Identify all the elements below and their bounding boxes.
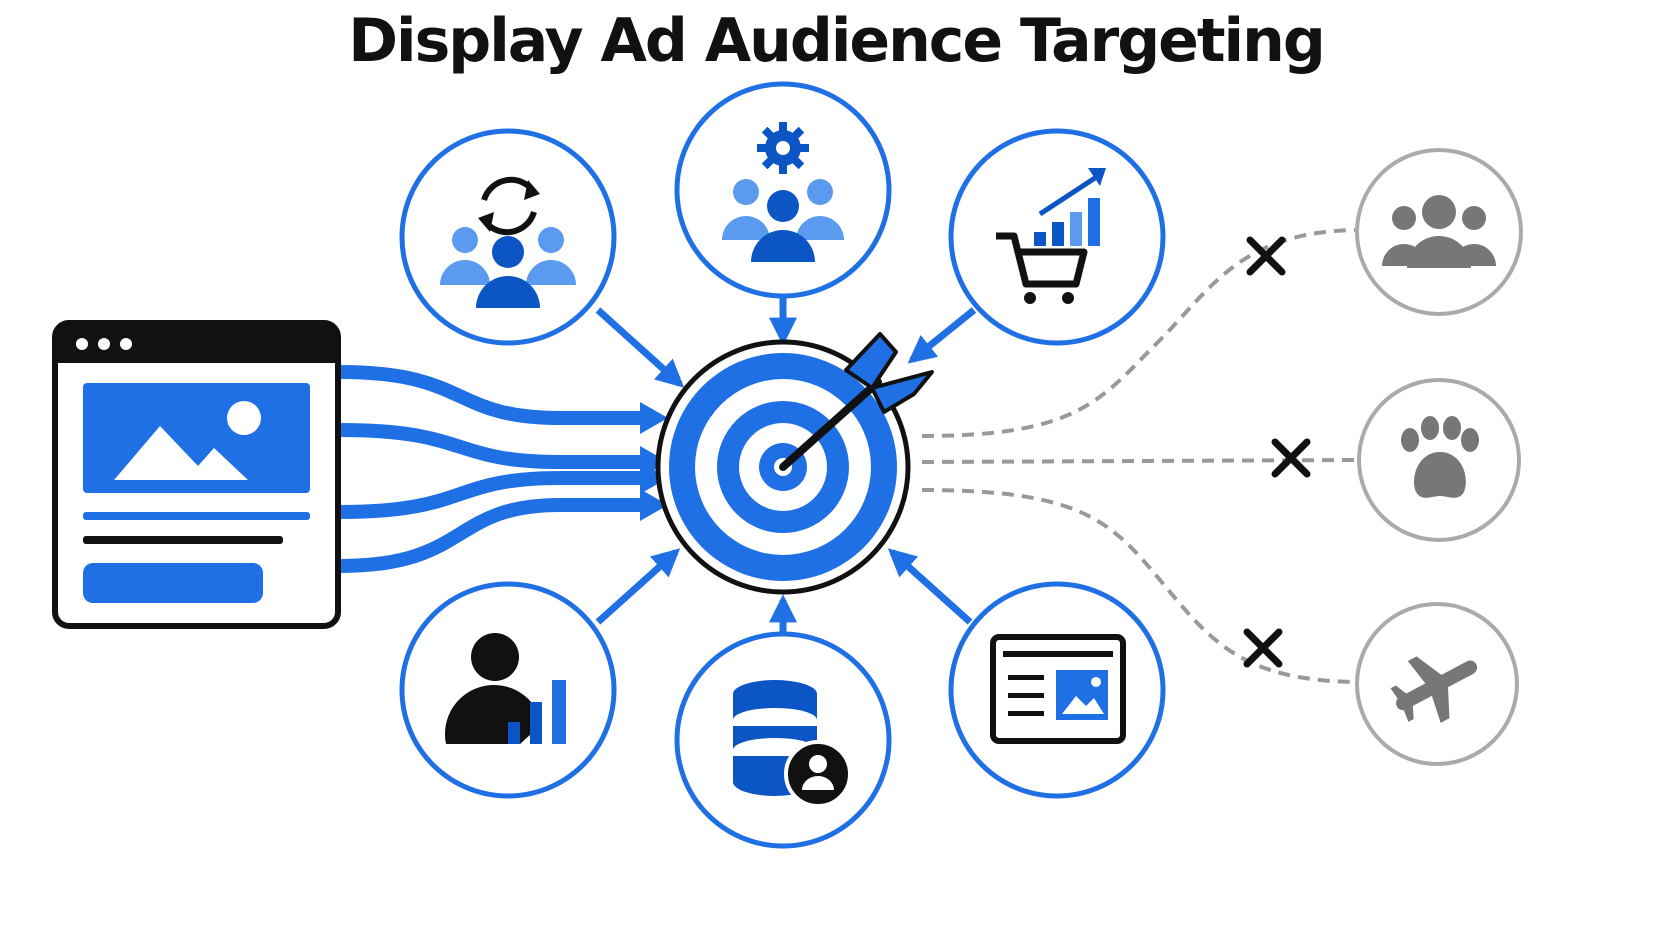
audience-arrows bbox=[595, 292, 977, 650]
excluded-path-pets bbox=[921, 458, 1356, 464]
excluded-path-travel bbox=[921, 488, 1356, 684]
display-ad-webpage-icon bbox=[52, 320, 341, 629]
ad-flow-arrowheads bbox=[640, 402, 668, 521]
ad-flow-arrowhead-1 bbox=[640, 402, 668, 434]
excluded-path-general bbox=[921, 228, 1356, 438]
target-bullseye-arrow-icon bbox=[655, 332, 934, 595]
contextual-content-icon bbox=[948, 581, 1166, 799]
pet-paw-icon bbox=[1357, 378, 1521, 542]
ad-flow-arrowhead-3 bbox=[640, 462, 668, 494]
ad-flow-line-3 bbox=[333, 471, 652, 519]
excluded-paths bbox=[921, 228, 1356, 684]
general-audience-icon bbox=[1355, 148, 1523, 316]
demographics-chart-icon bbox=[399, 581, 617, 799]
audience-arrow-retargeting bbox=[595, 307, 685, 388]
exclusion-markers bbox=[1243, 236, 1311, 668]
exclusion-x-travel bbox=[1243, 628, 1283, 668]
diagram-title: Display Ad Audience Targeting bbox=[348, 6, 1326, 76]
audience-arrow-in-market bbox=[907, 307, 977, 364]
ad-flow-line-4 bbox=[333, 498, 652, 573]
ad-flow-connectors bbox=[333, 365, 652, 573]
in-market-shopping-cart-icon bbox=[948, 128, 1166, 346]
ad-flow-line-1 bbox=[333, 365, 652, 425]
audience-arrow-contextual bbox=[887, 548, 973, 625]
custom-audience-gear-icon bbox=[674, 81, 892, 299]
ad-flow-line-2 bbox=[333, 423, 652, 469]
audience-arrow-demographics bbox=[595, 548, 681, 625]
ad-flow-arrowhead-4 bbox=[640, 489, 668, 521]
gear-icon bbox=[757, 122, 809, 174]
customer-data-database-icon bbox=[674, 631, 892, 849]
exclusion-x-pets bbox=[1271, 438, 1311, 478]
retargeting-audience-icon bbox=[399, 128, 617, 346]
travel-airplane-icon bbox=[1355, 602, 1519, 766]
exclusion-x-general bbox=[1246, 236, 1286, 276]
